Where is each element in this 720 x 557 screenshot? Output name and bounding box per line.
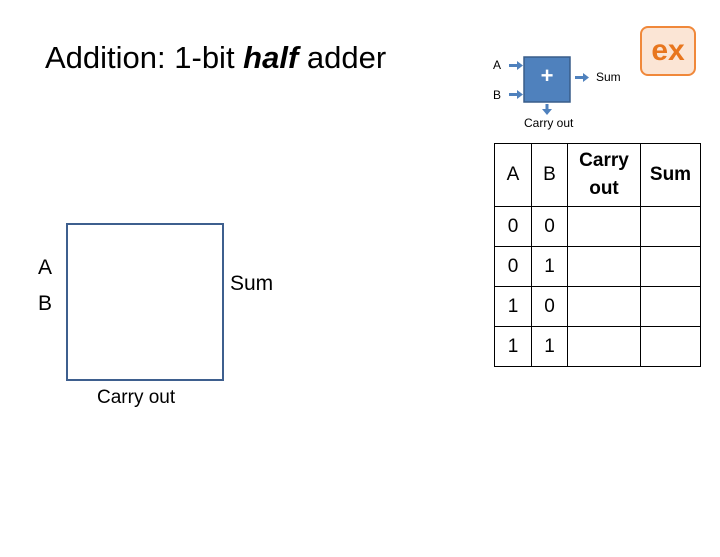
table-row: 0 0 <box>494 206 701 247</box>
arrow-right-icon <box>509 61 523 70</box>
table-row: 1 0 <box>494 286 701 327</box>
small-carry-label: Carry out <box>524 116 574 130</box>
header-b: B <box>531 143 568 207</box>
half-adder-box <box>66 223 224 381</box>
title-suffix: adder <box>298 40 387 75</box>
cell-carry-out <box>567 246 641 287</box>
table-row: 1 1 <box>494 326 701 367</box>
title-prefix: Addition: 1-bit <box>45 40 244 75</box>
adder-box <box>523 56 571 103</box>
plus-icon: + <box>540 63 554 88</box>
cell-a: 1 <box>494 326 532 367</box>
header-carry-out: Carry out <box>567 143 641 207</box>
arrow-down-icon <box>542 104 552 115</box>
cell-sum <box>640 326 701 367</box>
cell-carry-out <box>567 326 641 367</box>
large-input-b-label: B <box>38 292 53 315</box>
header-a: A <box>494 143 532 207</box>
cell-a: 1 <box>494 286 532 327</box>
large-input-a-label: A <box>38 256 53 279</box>
slide-title: Addition: 1-bit half adder <box>45 38 386 78</box>
large-sum-label: Sum <box>230 272 274 295</box>
cell-sum <box>640 286 701 327</box>
small-input-a-label: A <box>493 58 502 72</box>
cell-b: 1 <box>531 326 568 367</box>
small-adder-graphic <box>509 56 589 115</box>
table-header-row: A B Carry out Sum <box>494 143 701 207</box>
cell-sum <box>640 206 701 247</box>
cell-b: 0 <box>531 286 568 327</box>
cell-b: 0 <box>531 206 568 247</box>
cell-b: 1 <box>531 246 568 287</box>
truth-table: A B Carry out Sum 0 0 0 1 1 0 1 1 <box>494 143 701 367</box>
header-sum: Sum <box>640 143 701 207</box>
small-input-b-label: B <box>493 88 502 102</box>
title-emphasis: half <box>243 40 299 75</box>
cell-a: 0 <box>494 206 532 247</box>
cell-carry-out <box>567 206 641 247</box>
cell-sum <box>640 246 701 287</box>
arrow-right-icon <box>509 90 523 99</box>
large-carry-label: Carry out <box>97 387 176 408</box>
small-sum-label: Sum <box>596 70 621 84</box>
arrow-right-icon <box>575 73 589 82</box>
cell-a: 0 <box>494 246 532 287</box>
small-adder-diagram: A B + Sum Carry out <box>488 52 638 137</box>
cell-carry-out <box>567 286 641 327</box>
table-row: 0 1 <box>494 246 701 287</box>
ex-badge: ex <box>640 26 696 76</box>
